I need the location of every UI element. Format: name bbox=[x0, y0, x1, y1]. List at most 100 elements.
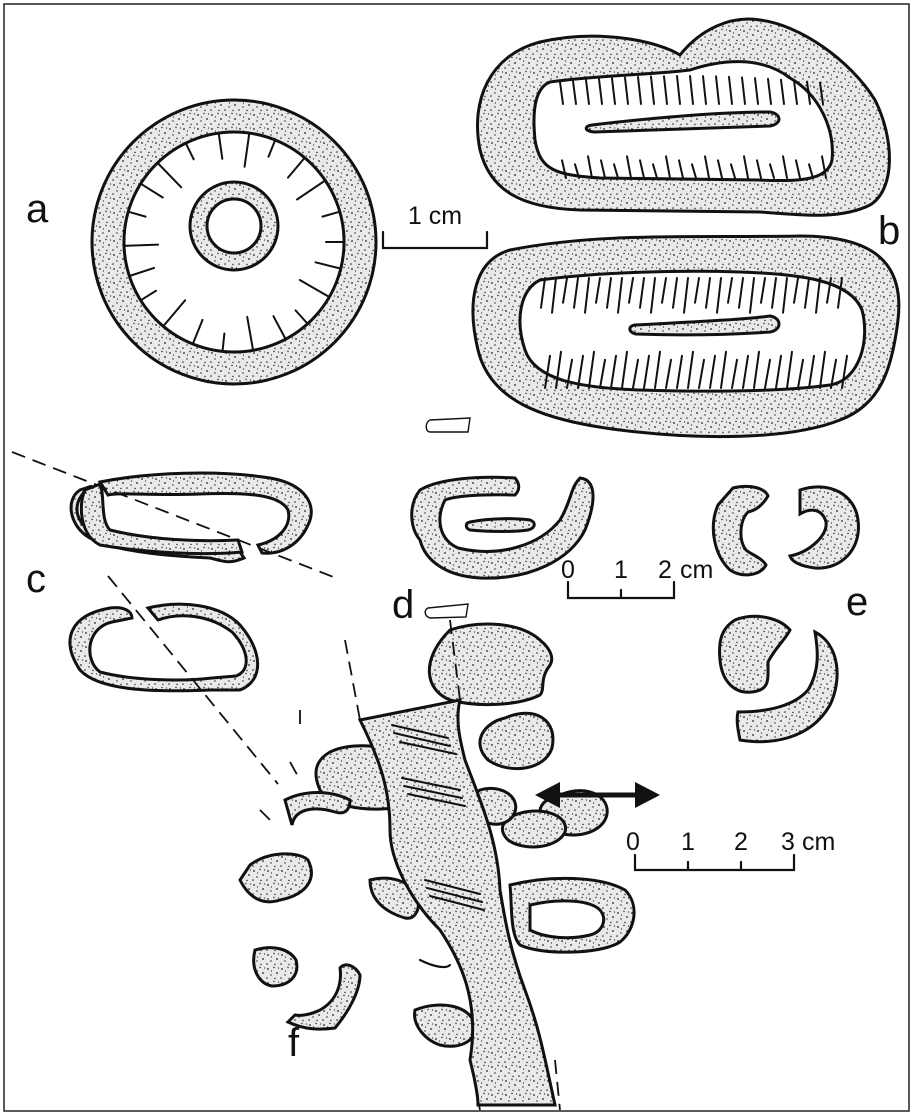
fracture-stroke bbox=[783, 278, 787, 313]
fracture-stroke bbox=[688, 352, 693, 388]
fracture-stroke bbox=[739, 278, 743, 308]
fracture-stroke bbox=[794, 278, 798, 303]
fracture-stroke bbox=[611, 356, 616, 388]
fracture-stroke bbox=[574, 278, 578, 308]
fracture-stroke bbox=[589, 352, 594, 388]
fracture-stroke bbox=[141, 291, 156, 301]
panel-label-f: f bbox=[288, 1021, 300, 1065]
fracture-stroke bbox=[768, 79, 771, 104]
fracture-stroke bbox=[732, 360, 737, 388]
fracture-stroke bbox=[128, 212, 145, 217]
fracture-stroke bbox=[563, 278, 567, 303]
fracture-stroke bbox=[186, 143, 194, 159]
fracture-stroke bbox=[718, 160, 722, 178]
scale-tick-3: 3 bbox=[781, 828, 795, 856]
fracture-stroke bbox=[223, 333, 225, 351]
fracture-stroke bbox=[666, 360, 671, 388]
fracture-stroke bbox=[640, 160, 644, 178]
fracture-stroke bbox=[288, 158, 305, 178]
scale-bar-2cm: 0 1 2 cm bbox=[561, 556, 713, 598]
scale-tick-0: 0 bbox=[561, 556, 575, 584]
fracture-stroke bbox=[653, 164, 657, 178]
scale-bar-1cm: 1 cm bbox=[383, 202, 487, 248]
panel-b-elongated-ring-upper bbox=[478, 19, 890, 215]
fracture-stroke bbox=[770, 164, 774, 178]
fracture-stroke bbox=[699, 360, 704, 388]
fracture-stroke bbox=[787, 352, 792, 388]
fracture-stroke bbox=[296, 310, 308, 323]
fracture-stroke bbox=[158, 163, 182, 187]
fracture-stroke bbox=[560, 82, 563, 104]
fracture-stroke bbox=[601, 160, 605, 178]
fracture-stroke bbox=[742, 77, 745, 104]
panel-label-d: d bbox=[392, 583, 414, 627]
fracture-stroke bbox=[651, 77, 654, 104]
fracture-stroke bbox=[297, 180, 325, 199]
fracture-stroke bbox=[614, 164, 618, 178]
fracture-stroke bbox=[273, 316, 285, 339]
panel-label-c: c bbox=[26, 557, 46, 601]
fracture-stroke bbox=[163, 300, 185, 326]
scale-tick-1: 1 bbox=[681, 828, 695, 856]
scale-tick-2: 2 bbox=[734, 828, 748, 856]
fracture-stroke bbox=[573, 81, 576, 104]
fracture-stroke bbox=[776, 356, 781, 388]
fracture-stroke bbox=[677, 356, 682, 388]
fracture-stroke bbox=[640, 278, 644, 308]
fracture-stroke bbox=[757, 160, 761, 178]
fracture-stroke bbox=[705, 156, 709, 178]
fracture-stroke bbox=[219, 133, 223, 159]
fracture-stroke bbox=[772, 278, 776, 308]
fracture-stroke bbox=[673, 278, 677, 308]
fracture-stroke bbox=[684, 278, 688, 313]
fracture-stroke bbox=[633, 360, 638, 388]
fracture-stroke bbox=[651, 278, 655, 313]
fracture-stroke bbox=[655, 352, 660, 388]
fracture-stroke bbox=[129, 268, 154, 276]
fracture-stroke bbox=[586, 80, 589, 104]
fracture-stroke bbox=[599, 79, 602, 104]
fracture-stroke bbox=[627, 156, 631, 178]
fracture-stroke bbox=[600, 360, 605, 388]
panel-b-elongated-ring-lower bbox=[473, 236, 899, 437]
fracture-stroke bbox=[618, 278, 622, 313]
scale-unit-cm: cm bbox=[680, 556, 713, 584]
fracture-stroke bbox=[728, 278, 732, 303]
fracture-stroke bbox=[765, 360, 770, 388]
fracture-stroke bbox=[268, 140, 275, 157]
fracture-stroke bbox=[805, 278, 809, 308]
fracture-stroke bbox=[820, 352, 825, 388]
fracture-stroke bbox=[247, 317, 253, 350]
scale-tick-0: 0 bbox=[626, 828, 640, 856]
fracture-stroke bbox=[743, 356, 748, 388]
fracture-stroke bbox=[755, 78, 758, 104]
fracture-stroke bbox=[666, 156, 670, 178]
fracture-stroke bbox=[761, 278, 765, 303]
fracture-stroke bbox=[721, 352, 726, 388]
fracture-stroke bbox=[644, 356, 649, 388]
fracture-stroke bbox=[710, 356, 715, 388]
fracture-stroke bbox=[596, 278, 600, 303]
fracture-stroke bbox=[245, 133, 250, 167]
panel-e-broken-rings bbox=[713, 486, 858, 741]
fracture-stroke bbox=[695, 278, 699, 303]
fracture-stroke bbox=[798, 360, 803, 388]
fracture-stroke bbox=[794, 81, 797, 104]
fracture-stroke bbox=[783, 156, 787, 178]
fracture-stroke bbox=[322, 212, 339, 217]
fracture-stroke bbox=[744, 156, 748, 178]
fracture-stroke bbox=[796, 160, 800, 178]
fracture-stroke bbox=[690, 76, 693, 104]
fracture-stroke bbox=[300, 280, 329, 297]
panel-label-e: e bbox=[846, 580, 868, 624]
fracture-stroke bbox=[716, 76, 719, 104]
panel-label-b: b bbox=[878, 209, 900, 253]
fracture-stroke bbox=[816, 278, 820, 313]
fracture-stroke bbox=[754, 352, 759, 388]
fracture-stroke bbox=[750, 278, 754, 313]
panel-label-a: a bbox=[26, 187, 49, 231]
fracture-stroke bbox=[677, 76, 680, 104]
fracture-stroke bbox=[781, 80, 784, 104]
scale-unit-cm: cm bbox=[802, 828, 835, 856]
